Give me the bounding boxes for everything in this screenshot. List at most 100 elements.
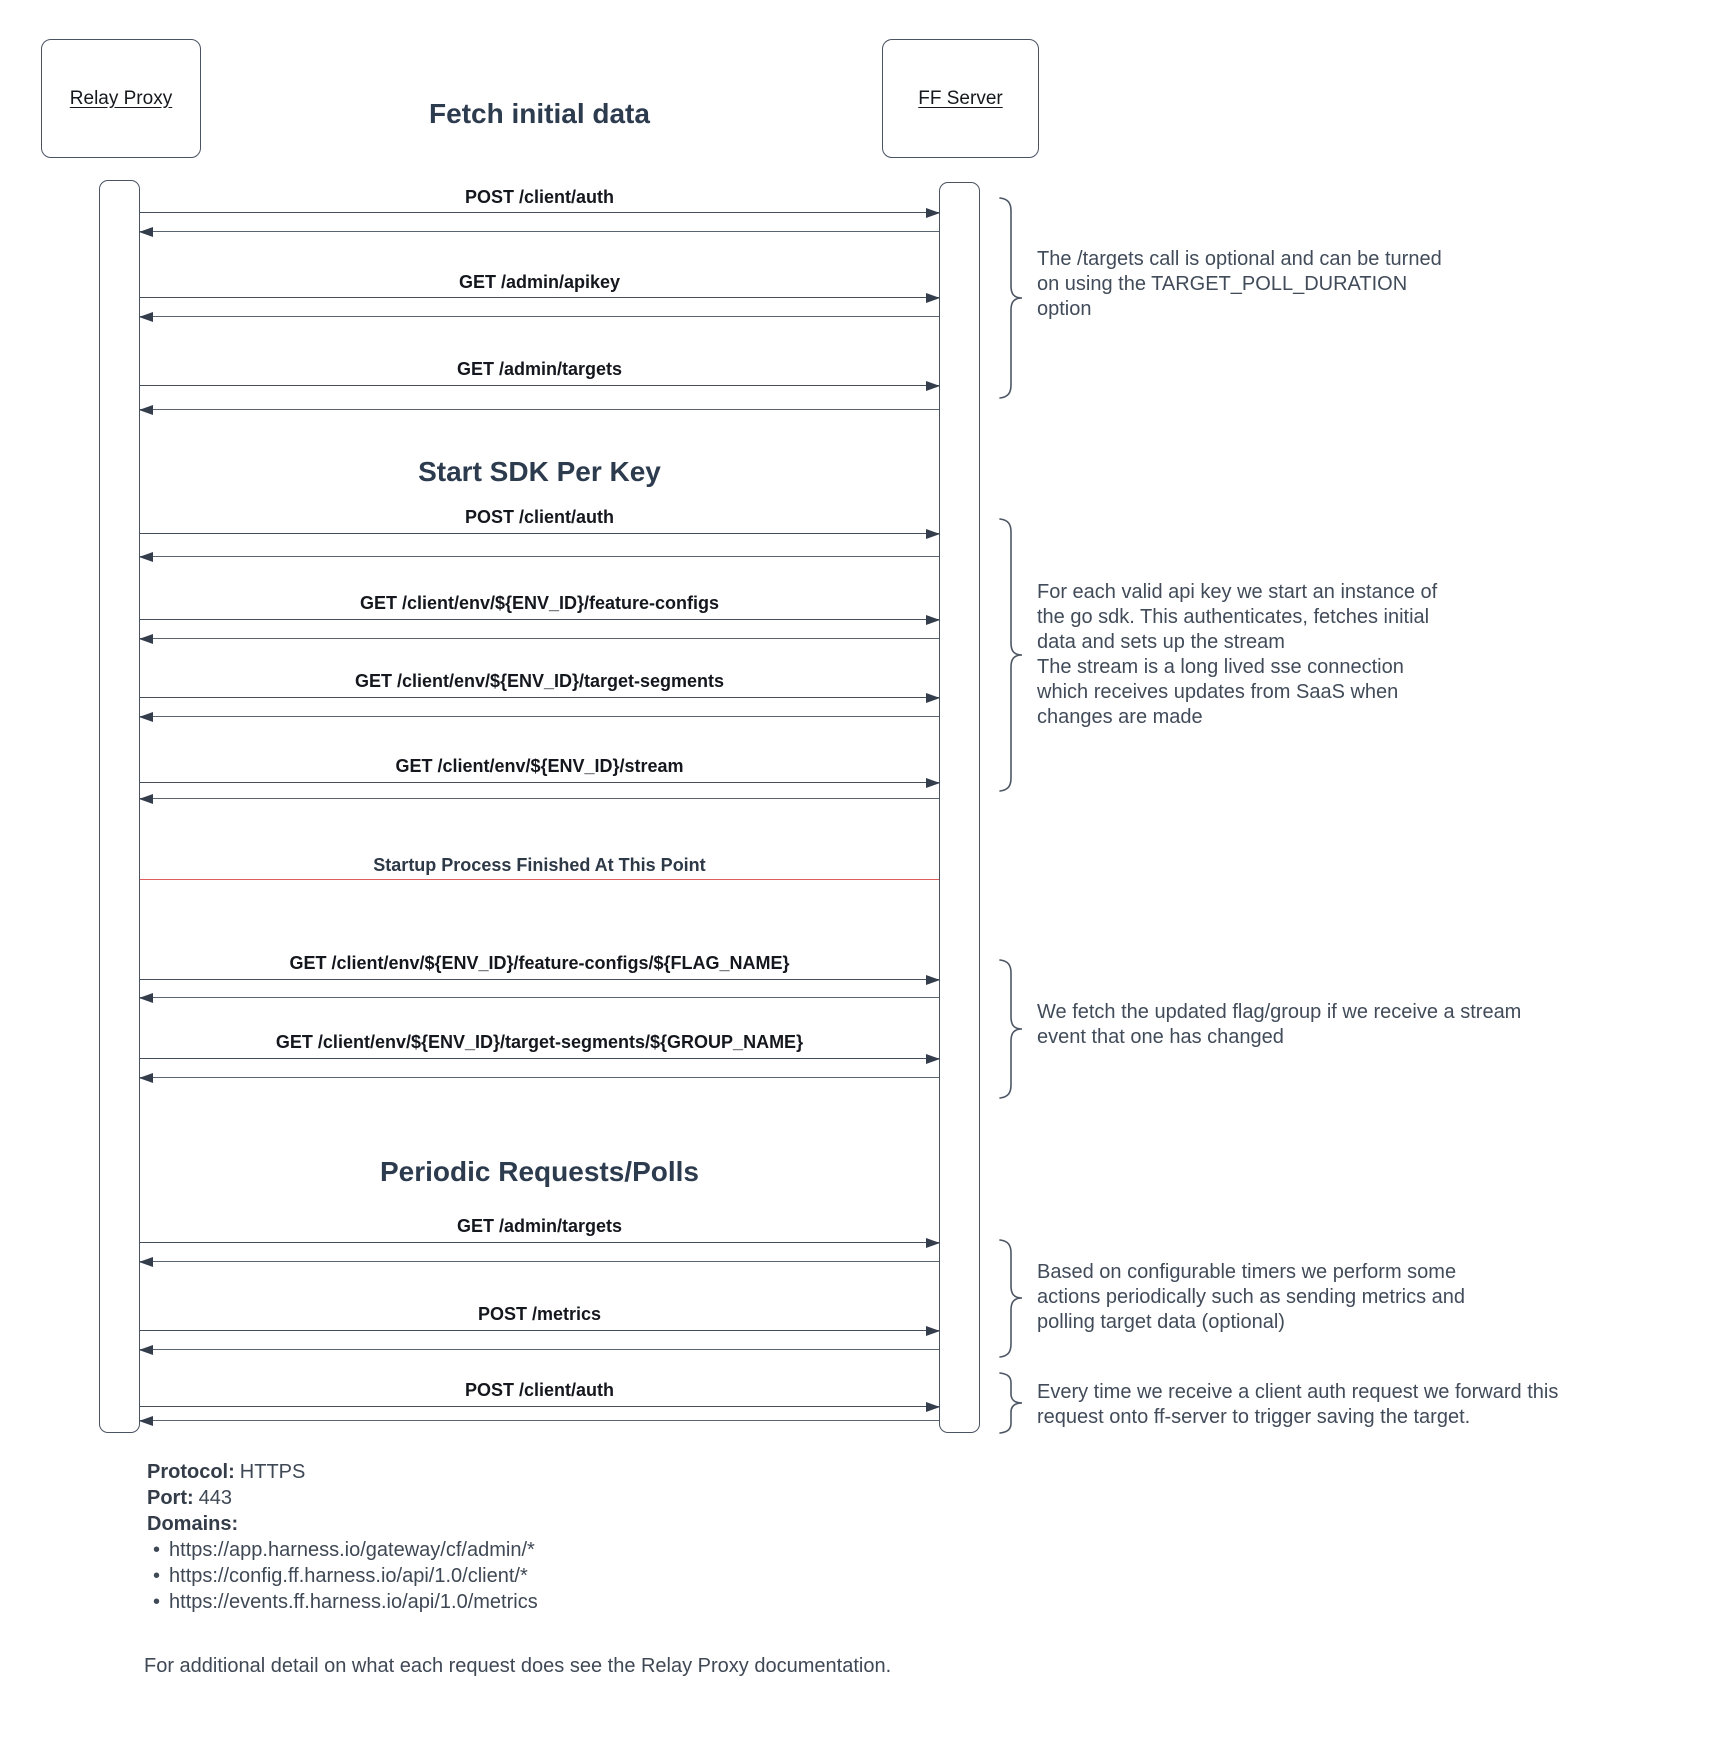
arrowhead-right-icon <box>926 1238 940 1249</box>
arrowhead-right-icon <box>926 529 940 540</box>
arrowhead-right-icon <box>926 778 940 789</box>
message-label: GET /client/env/${ENV_ID}/target-segment… <box>275 1032 804 1052</box>
message-label: POST /client/auth <box>464 507 615 527</box>
response-arrow <box>139 794 939 805</box>
message-label: GET /admin/apikey <box>458 272 621 292</box>
message-label: GET /admin/targets <box>456 359 623 379</box>
message-label: GET /admin/targets <box>456 1216 623 1236</box>
arrowhead-left-icon <box>139 1257 153 1268</box>
protocol-line: Protocol:HTTPS <box>147 1459 538 1485</box>
arrowhead-right-icon <box>926 208 940 219</box>
message-label: GET /client/env/${ENV_ID}/target-segment… <box>354 671 725 691</box>
actor-relay-proxy-label: Relay Proxy <box>69 87 173 109</box>
protocol-label: Protocol: <box>147 1461 235 1483</box>
arrowhead-left-icon <box>139 1345 153 1356</box>
arrowhead-left-icon <box>139 405 153 416</box>
request-arrow <box>140 1238 940 1249</box>
response-arrow <box>139 227 939 238</box>
arrowhead-right-icon <box>926 615 940 626</box>
response-arrow <box>139 1073 939 1084</box>
response-arrow <box>139 1416 939 1427</box>
response-arrow <box>139 312 939 323</box>
port-value: 443 <box>198 1487 233 1509</box>
message-label: POST /client/auth <box>464 187 615 207</box>
request-arrow <box>140 615 940 626</box>
domains-label: Domains: <box>147 1513 239 1535</box>
heading-start-sdk-per-key: Start SDK Per Key <box>418 456 661 487</box>
message-label: GET /client/env/${ENV_ID}/feature-config… <box>289 953 790 973</box>
response-arrow <box>139 712 939 723</box>
port-label: Port: <box>147 1487 194 1509</box>
arrowhead-right-icon <box>926 1402 940 1413</box>
port-line: Port:443 <box>147 1485 538 1511</box>
arrowhead-right-icon <box>926 381 940 392</box>
annotation-note-client-auth-forward: Every time we receive a client auth requ… <box>1037 1381 1559 1428</box>
request-arrow <box>140 975 940 986</box>
actor-ff-server: FF Server <box>882 39 1039 158</box>
domain-url: https://events.ff.harness.io/api/1.0/met… <box>169 1591 538 1613</box>
bullet-icon: • <box>153 1591 161 1613</box>
message-label: POST /client/auth <box>464 1380 615 1400</box>
request-arrow <box>140 1054 940 1065</box>
annotation-note-stream-event: We fetch the updated flag/group if we re… <box>1037 1001 1522 1048</box>
arrowhead-left-icon <box>139 552 153 563</box>
arrowhead-right-icon <box>926 293 940 304</box>
domains-label-line: Domains: <box>147 1511 538 1537</box>
heading-fetch-initial-data: Fetch initial data <box>429 98 650 129</box>
annotation-note-targets-optional: The /targets call is optional and can be… <box>1037 248 1442 320</box>
arrowhead-left-icon <box>139 1073 153 1084</box>
bullet-icon: • <box>153 1539 161 1561</box>
request-arrow <box>140 778 940 789</box>
response-arrow <box>139 552 939 563</box>
request-arrow <box>140 529 940 540</box>
arrowhead-left-icon <box>139 634 153 645</box>
arrowhead-left-icon <box>139 794 153 805</box>
response-arrow <box>139 634 939 645</box>
domain-item: • https://app.harness.io/gateway/cf/admin… <box>147 1537 538 1563</box>
arrowhead-right-icon <box>926 693 940 704</box>
arrowhead-right-icon <box>926 975 940 986</box>
startup-separator-line <box>140 879 939 880</box>
arrowhead-left-icon <box>139 1416 153 1427</box>
message-label: GET /client/env/${ENV_ID}/feature-config… <box>359 593 720 613</box>
arrowhead-left-icon <box>139 227 153 238</box>
annotation-note-periodic-timers: Based on configurable timers we perform … <box>1037 1261 1465 1333</box>
arrowhead-left-icon <box>139 312 153 323</box>
domain-item: • https://config.ff.harness.io/api/1.0/cl… <box>147 1563 538 1589</box>
arrowhead-right-icon <box>926 1054 940 1065</box>
arrowhead-right-icon <box>926 1326 940 1337</box>
request-arrow <box>140 693 940 704</box>
domain-url: https://app.harness.io/gateway/cf/admin/… <box>169 1539 535 1561</box>
connection-info: Protocol:HTTPS Port:443 Domains: • https:… <box>147 1459 538 1615</box>
annotation-note-sdk-per-key: For each valid api key we start an insta… <box>1037 581 1438 728</box>
response-arrow <box>139 993 939 1004</box>
response-arrow <box>139 1345 939 1356</box>
brace-icon <box>999 1372 1023 1434</box>
response-arrow <box>139 405 939 416</box>
footer-note: For additional detail on what each reque… <box>144 1655 892 1677</box>
bullet-icon: • <box>153 1565 161 1587</box>
brace-icon <box>999 518 1023 792</box>
request-arrow <box>140 1402 940 1413</box>
request-arrow <box>140 381 940 392</box>
request-arrow <box>140 208 940 219</box>
heading-periodic-requests: Periodic Requests/Polls <box>380 1156 699 1187</box>
brace-icon <box>999 197 1023 399</box>
domain-url: https://config.ff.harness.io/api/1.0/cli… <box>169 1565 528 1587</box>
domain-item: • https://events.ff.harness.io/api/1.0/me… <box>147 1589 538 1615</box>
arrowhead-left-icon <box>139 993 153 1004</box>
message-label: POST /metrics <box>477 1304 602 1324</box>
protocol-value: HTTPS <box>239 1461 306 1483</box>
actor-ff-server-label: FF Server <box>918 87 1003 109</box>
message-label: GET /client/env/${ENV_ID}/stream <box>395 756 684 776</box>
request-arrow <box>140 1326 940 1337</box>
startup-separator-label: Startup Process Finished At This Point <box>373 855 706 875</box>
brace-icon <box>999 959 1023 1099</box>
actor-relay-proxy: Relay Proxy <box>41 39 201 158</box>
brace-icon <box>999 1239 1023 1358</box>
activation-bar-ff-server <box>939 182 980 1433</box>
activation-bar-relay-proxy <box>99 180 140 1433</box>
request-arrow <box>140 293 940 304</box>
response-arrow <box>139 1257 939 1268</box>
